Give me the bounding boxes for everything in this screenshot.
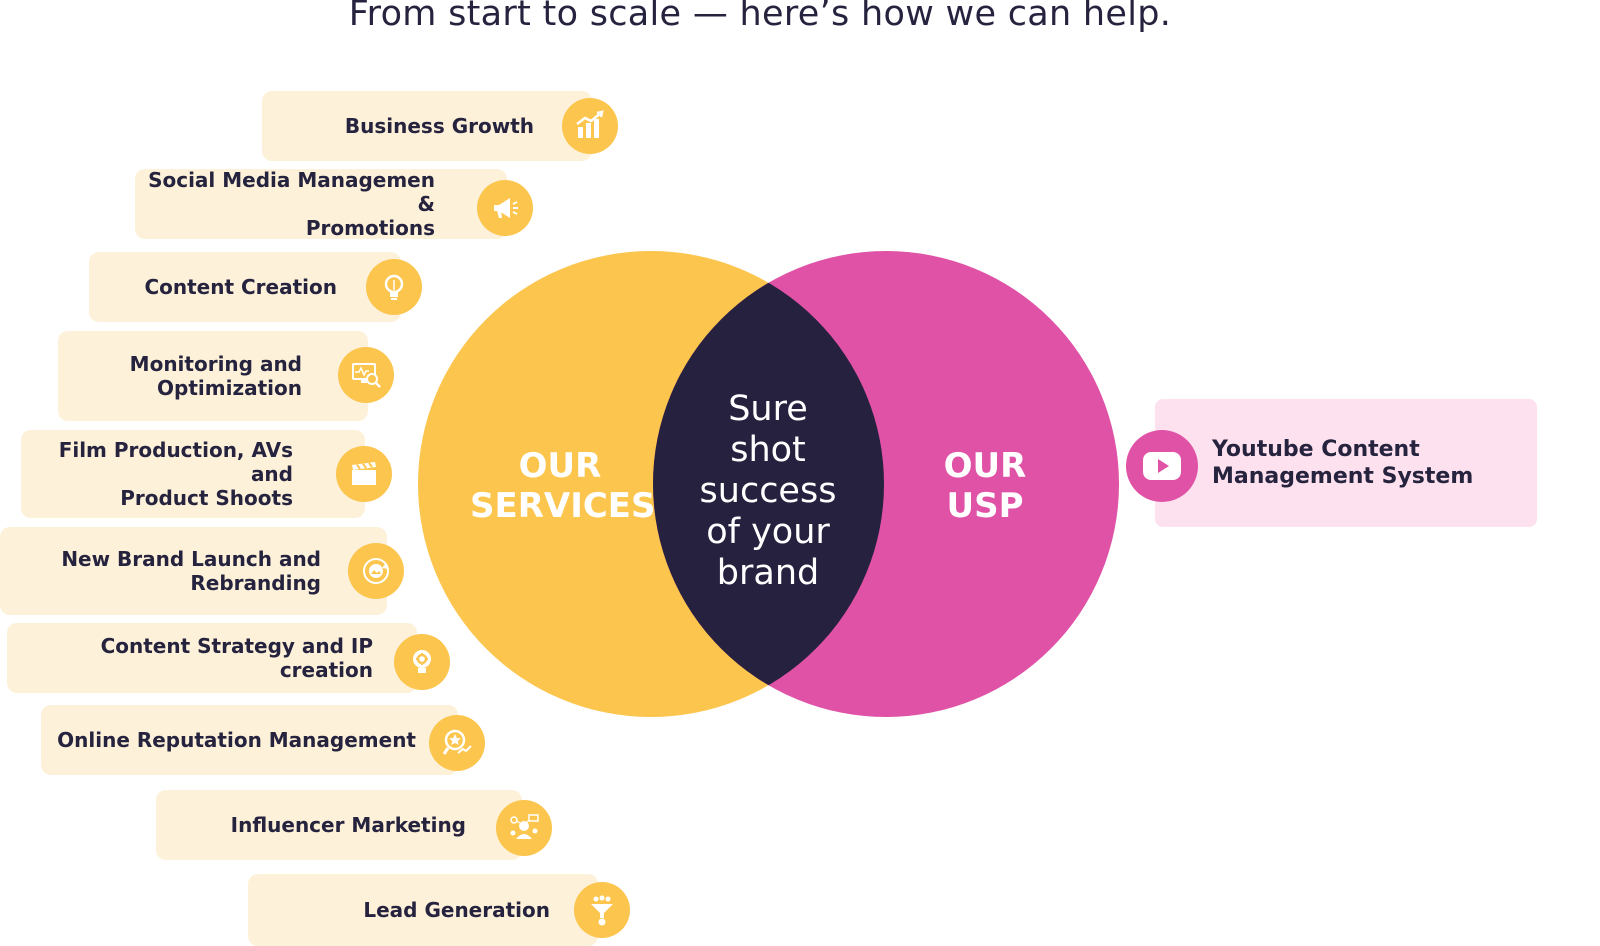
usp-badge <box>1126 430 1198 502</box>
bar-chart-growth-icon <box>562 98 618 154</box>
usp-label: Youtube Content Management System <box>1212 437 1474 489</box>
gear-bulb-icon <box>394 634 450 690</box>
usp-card[interactable] <box>1155 399 1537 527</box>
our-services-label: OUR SERVICES <box>470 446 656 526</box>
service-label: Lead Generation <box>363 898 550 922</box>
clapperboard-icon <box>336 446 392 502</box>
service-label: Influencer Marketing <box>230 813 466 837</box>
our-usp-label: OUR USP <box>943 446 1027 526</box>
service-label: Online Reputation Management <box>57 728 416 752</box>
page-headline: From start to scale — here’s how we can … <box>348 0 1172 34</box>
service-label: Content Strategy and IP creation <box>100 634 373 682</box>
service-content-creation[interactable]: Content Creation <box>89 252 401 322</box>
service-label: Monitoring and Optimization <box>129 352 302 400</box>
service-business-growth[interactable]: Business Growth <box>262 91 592 161</box>
monitor-magnifier-icon <box>338 347 394 403</box>
influencer-network-icon <box>496 800 552 856</box>
service-reputation-management[interactable]: Online Reputation Management <box>41 705 458 775</box>
funnel-people-icon <box>574 882 630 938</box>
youtube-play-icon <box>1143 452 1181 480</box>
light-bulb-icon <box>366 259 422 315</box>
service-lead-generation[interactable]: Lead Generation <box>248 874 598 946</box>
service-monitoring[interactable]: Monitoring and Optimization <box>58 331 368 421</box>
service-label: New Brand Launch and Rebranding <box>61 547 321 595</box>
service-label: Content Creation <box>144 275 337 299</box>
service-content-strategy[interactable]: Content Strategy and IP creation <box>7 623 417 693</box>
service-brand-launch[interactable]: New Brand Launch and Rebranding <box>0 527 387 615</box>
overlap-lens <box>653 251 884 717</box>
service-label: Business Growth <box>344 114 534 138</box>
service-film-production[interactable]: Film Production, AVs and Product Shoots <box>21 430 365 518</box>
refresh-image-icon <box>348 543 404 599</box>
service-social-media[interactable]: Social Media Managemen & Promotions <box>135 168 507 240</box>
service-label: Social Media Managemen & Promotions <box>148 168 435 240</box>
center-tagline: Sure shot success of your brand <box>699 389 837 593</box>
megaphone-icon <box>477 180 533 236</box>
service-label: Film Production, AVs and Product Shoots <box>58 438 293 510</box>
star-magnifier-icon <box>429 715 485 771</box>
service-influencer-marketing[interactable]: Influencer Marketing <box>156 790 522 860</box>
